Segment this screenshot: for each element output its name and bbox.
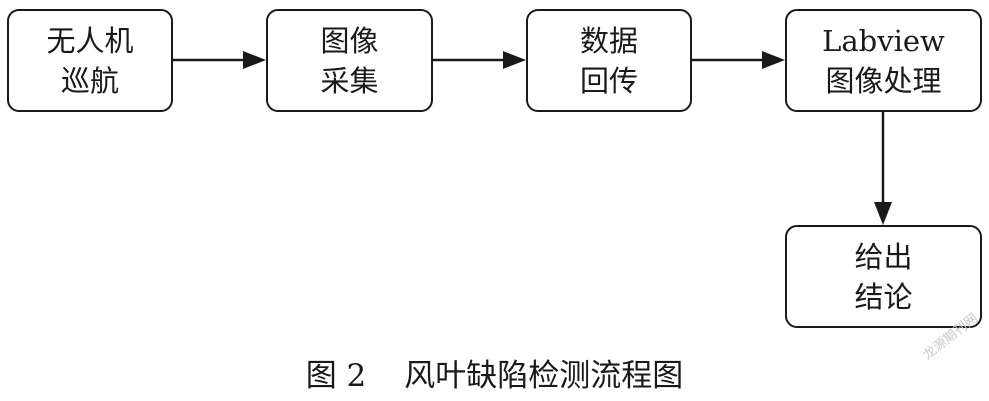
node-label-line: 巡航	[60, 63, 119, 98]
node-label-line: 图像	[320, 23, 379, 58]
node-label-line: 图像处理	[825, 63, 942, 98]
arrowhead-cruise-to-capture	[243, 51, 266, 69]
node-label-line: 无人机	[46, 23, 134, 58]
node-label-line: 给出	[854, 239, 913, 274]
node-labview-processing: Labview 图像处理	[785, 9, 982, 112]
node-label-line: 回传	[579, 63, 638, 98]
node-image-capture: 图像 采集	[266, 9, 433, 112]
node-label-line: Labview	[822, 23, 945, 58]
node-label-line: 结论	[854, 279, 913, 314]
node-label-line: 数据	[579, 23, 638, 58]
node-data-transfer: 数据 回传	[526, 9, 692, 112]
figure-title: 风叶缺陷检测流程图	[404, 358, 684, 394]
node-drone-cruise: 无人机 巡航	[7, 9, 173, 112]
arrowhead-capture-to-transfer	[503, 51, 526, 69]
node-give-conclusion: 给出 结论	[785, 225, 982, 328]
arrowhead-processing-to-conclusion	[874, 202, 892, 225]
node-label-line: 采集	[320, 63, 379, 98]
arrowhead-transfer-to-processing	[762, 51, 785, 69]
figure-number: 图 2	[305, 358, 367, 394]
figure-caption: 图 2 风叶缺陷检测流程图	[0, 356, 989, 396]
